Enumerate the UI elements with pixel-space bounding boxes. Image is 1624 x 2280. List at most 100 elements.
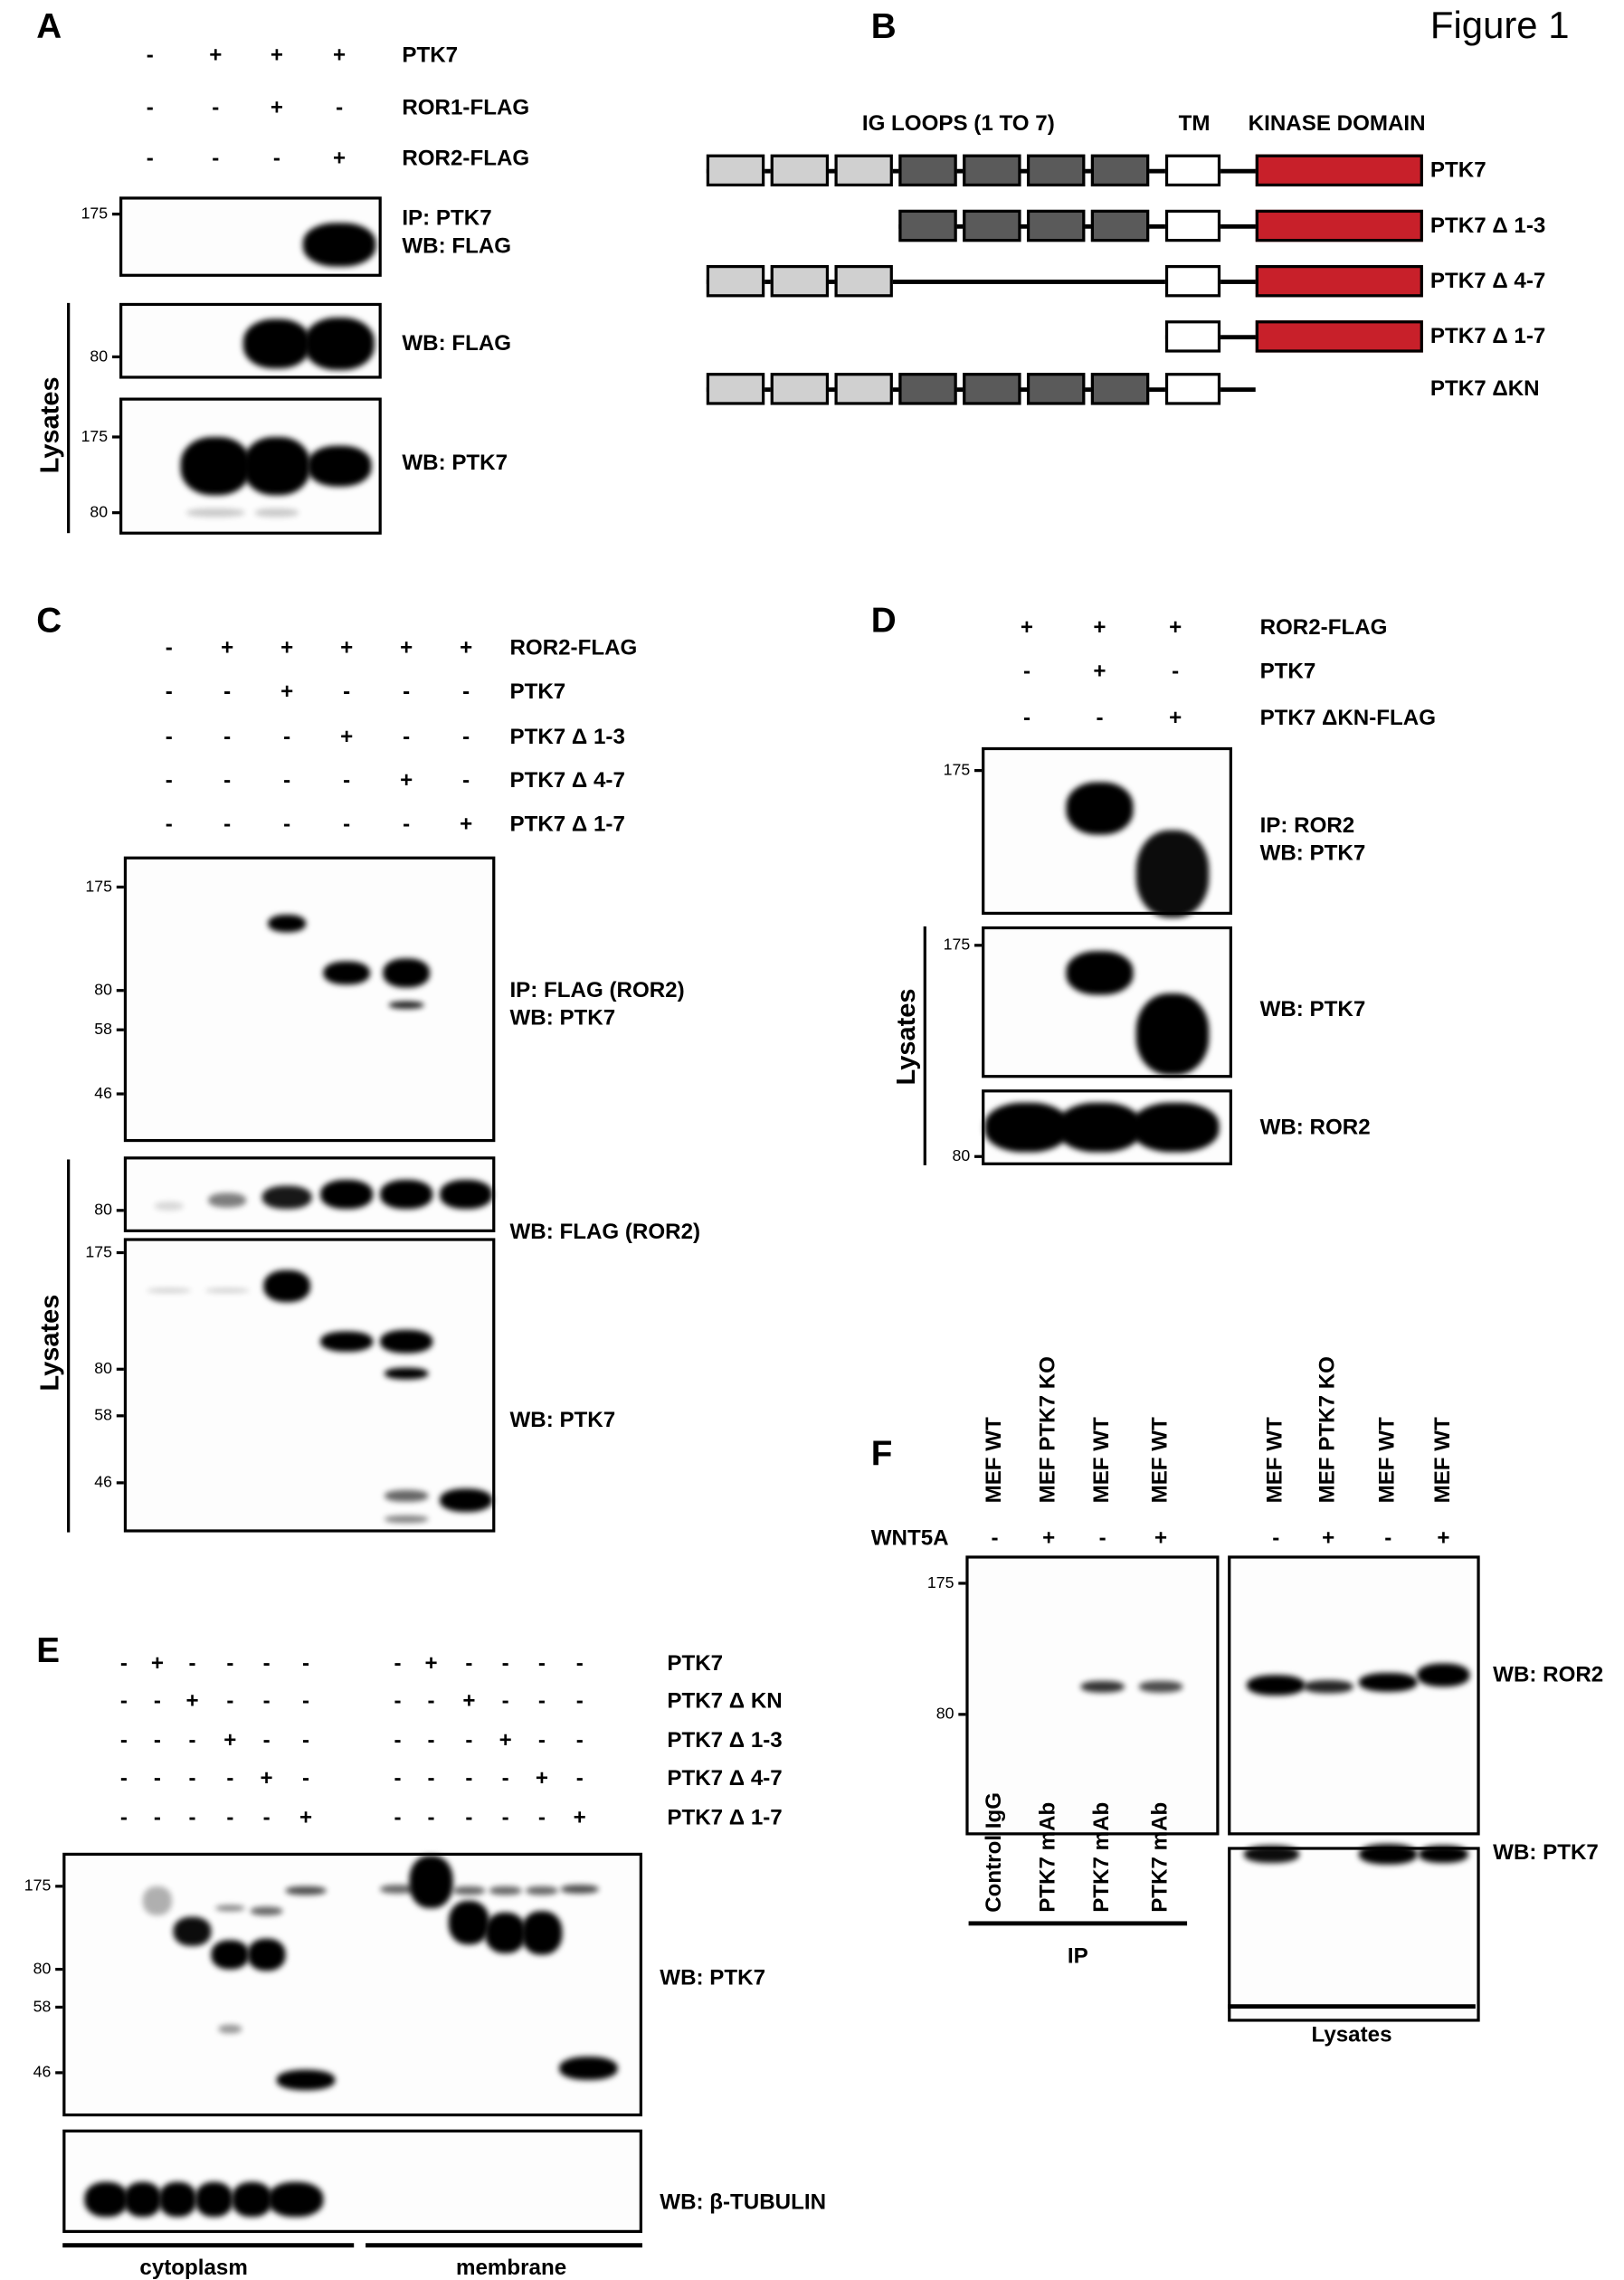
blot-label: WB: PTK7 xyxy=(402,451,508,476)
blot-band xyxy=(242,318,310,369)
condition-sign: + xyxy=(499,1728,512,1753)
blot-band xyxy=(559,2057,618,2080)
condition-label: PTK7 Δ 4-7 xyxy=(667,1766,783,1791)
blot-band xyxy=(409,1856,453,1908)
blot-band xyxy=(385,1489,429,1502)
tm-domain xyxy=(1164,265,1221,298)
blot-panel xyxy=(62,2129,642,2233)
condition-label: PTK7 xyxy=(509,679,566,705)
treatment-sign: - xyxy=(1098,1525,1106,1551)
condition-sign: - xyxy=(226,1688,234,1715)
blot-band xyxy=(142,1886,172,1916)
blot-band xyxy=(1066,782,1134,835)
condition-sign: - xyxy=(1172,659,1180,684)
backbone xyxy=(898,223,1423,228)
condition-sign: - xyxy=(188,1650,196,1677)
marker-tick xyxy=(55,2071,63,2075)
condition-sign: - xyxy=(537,1728,546,1753)
blot-label: IP: FLAG (ROR2) xyxy=(509,978,685,1003)
blot-band xyxy=(1419,1845,1468,1864)
marker-label: 175 xyxy=(81,204,109,223)
condition-sign: - xyxy=(226,1805,234,1830)
marker-label: 46 xyxy=(94,1474,112,1492)
blot-band xyxy=(1135,830,1210,918)
header-ig-loops: IG LOOPS (1 TO 7) xyxy=(861,111,1055,137)
condition-label: ROR2-FLAG xyxy=(1259,615,1388,641)
panel-label: E xyxy=(36,1631,61,1671)
marker-label: 80 xyxy=(94,1202,112,1220)
blot-band xyxy=(1057,1102,1143,1153)
construct-label: PTK7 Δ 4-7 xyxy=(1429,269,1546,294)
ig-loop-domain xyxy=(706,373,765,405)
condition-sign: - xyxy=(465,1805,473,1830)
condition-sign: + xyxy=(400,768,413,793)
condition-sign: - xyxy=(1022,659,1031,684)
blot-band xyxy=(84,2181,128,2218)
marker-label: 80 xyxy=(952,1147,971,1165)
lysates-bracket xyxy=(1228,2004,1476,2009)
marker-label: 175 xyxy=(85,878,112,897)
condition-sign: - xyxy=(343,812,351,837)
lysates-bracket xyxy=(67,302,71,534)
blot-band xyxy=(385,1367,429,1380)
blot-band xyxy=(526,1886,558,1895)
condition-sign: - xyxy=(394,1650,402,1677)
blot-label: WB: PTK7 xyxy=(509,1005,616,1031)
condition-sign: - xyxy=(153,1728,161,1753)
marker-label: 175 xyxy=(943,936,971,955)
header-tm: TM xyxy=(1178,111,1211,137)
blot-band xyxy=(180,436,251,496)
condition-sign: - xyxy=(575,1688,584,1715)
sample-label: MEF PTK7 KO xyxy=(1035,1356,1061,1504)
treatment-sign: + xyxy=(1042,1525,1056,1551)
blot-band xyxy=(489,1886,522,1895)
marker-label: 175 xyxy=(24,1877,52,1895)
kinase-domain xyxy=(1255,209,1423,242)
blot-panel xyxy=(1228,1847,1480,2022)
condition-sign: - xyxy=(165,679,173,705)
condition-label: PTK7 Δ KN xyxy=(667,1688,783,1715)
blot-band xyxy=(440,1180,493,1210)
marker-label: 80 xyxy=(94,982,112,1000)
blot-band xyxy=(1080,1680,1125,1693)
lysates-bracket xyxy=(923,926,926,1165)
blot-band xyxy=(320,1180,374,1210)
treatment-label: WNT5A xyxy=(870,1525,949,1551)
condition-sign: - xyxy=(223,812,232,837)
blot-band xyxy=(285,1886,327,1895)
condition-sign: + xyxy=(424,1650,438,1677)
condition-sign: - xyxy=(575,1650,584,1677)
condition-sign: - xyxy=(465,1766,473,1791)
blot-band xyxy=(211,1940,250,1970)
marker-tick xyxy=(116,885,124,889)
condition-sign: + xyxy=(280,679,294,705)
blot-label: WB: PTK7 xyxy=(660,1965,766,1990)
condition-sign: - xyxy=(119,1766,128,1791)
blot-band xyxy=(263,1269,310,1303)
cytoplasm-bracket xyxy=(62,2243,355,2248)
treatment-sign: - xyxy=(991,1525,999,1551)
kinase-domain xyxy=(1255,320,1423,353)
condition-sign: - xyxy=(427,1766,435,1791)
blot-band xyxy=(254,508,299,518)
blot-label: WB: PTK7 xyxy=(509,1407,616,1433)
blot-label: WB: β-TUBULIN xyxy=(660,2190,827,2215)
condition-sign: - xyxy=(146,146,154,172)
marker-label: 80 xyxy=(90,347,109,366)
marker-tick xyxy=(116,1367,124,1371)
backbone xyxy=(706,279,1423,284)
marker-label: 175 xyxy=(81,428,109,446)
blot-band xyxy=(323,961,370,985)
condition-sign: - xyxy=(262,1688,271,1715)
lysates-label: Lysates xyxy=(1311,2022,1392,2047)
condition-sign: + xyxy=(260,1766,273,1791)
condition-sign: - xyxy=(537,1650,546,1677)
ig-loop-domain xyxy=(706,154,765,187)
sample-label: MEF WT xyxy=(1374,1417,1401,1504)
construct-label: PTK7 ΔKN xyxy=(1429,376,1540,402)
panel-label: F xyxy=(870,1434,893,1475)
condition-sign: + xyxy=(340,635,354,661)
condition-sign: - xyxy=(165,635,173,661)
marker-tick xyxy=(111,355,120,359)
marker-label: 175 xyxy=(943,761,971,780)
